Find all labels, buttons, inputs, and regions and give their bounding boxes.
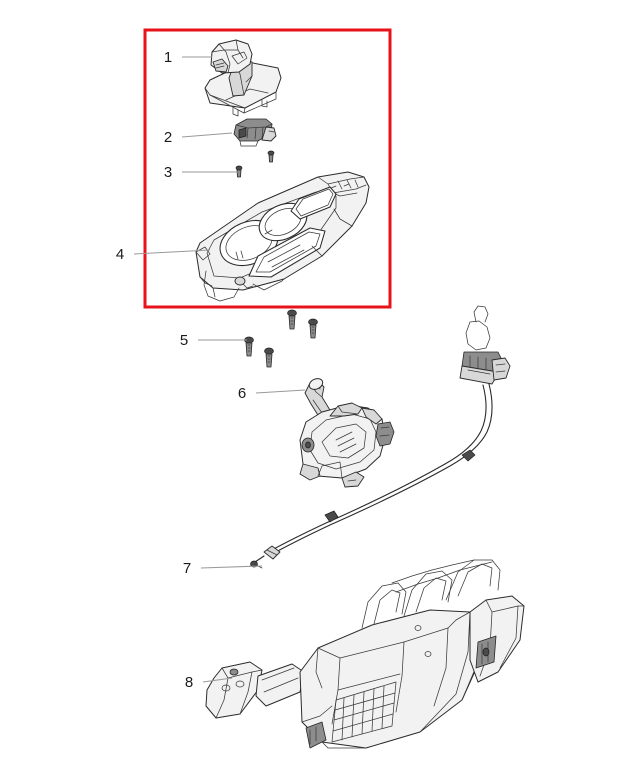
leader-line-4 bbox=[133, 249, 211, 255]
callout-number-7[interactable]: 7 bbox=[183, 560, 191, 577]
part-console-bezel-with-cup-holders[interactable] bbox=[195, 171, 370, 302]
part-retaining-screw-small[interactable] bbox=[235, 150, 275, 178]
screw-b bbox=[308, 318, 318, 339]
console-grid-panel bbox=[331, 681, 397, 743]
callout-numbers: 1 2 3 4 5 6 7 8 bbox=[116, 49, 246, 691]
leader-line-2 bbox=[181, 132, 233, 138]
callout-number-2[interactable]: 2 bbox=[164, 129, 172, 146]
part-mounting-screws[interactable] bbox=[244, 309, 318, 368]
callout-number-4[interactable]: 4 bbox=[116, 246, 124, 263]
screw-d bbox=[264, 347, 274, 368]
part-floor-shifter-assembly[interactable] bbox=[299, 377, 395, 488]
leader-line-7 bbox=[200, 565, 263, 569]
callout-number-6[interactable]: 6 bbox=[238, 385, 246, 402]
selected-part-highlight bbox=[143, 28, 392, 309]
screw-a bbox=[287, 309, 297, 330]
callout-number-5[interactable]: 5 bbox=[180, 332, 188, 349]
cable-clip-upper bbox=[461, 449, 476, 462]
cable-clip-lower bbox=[324, 510, 339, 523]
leader-line-8 bbox=[202, 677, 233, 683]
part-gear-shift-knob-and-bezel[interactable] bbox=[204, 39, 282, 117]
callout-number-8[interactable]: 8 bbox=[185, 674, 193, 691]
cable-transmission-bracket bbox=[459, 305, 511, 385]
leader-line-6 bbox=[255, 389, 306, 394]
callout-number-1[interactable]: 1 bbox=[164, 49, 172, 66]
part-shift-control-cable[interactable] bbox=[250, 305, 511, 569]
callout-number-3[interactable]: 3 bbox=[164, 164, 172, 181]
part-console-base-frame[interactable] bbox=[205, 559, 525, 749]
callout-leader-lines bbox=[133, 56, 306, 683]
screw-c bbox=[244, 336, 254, 357]
part-shifter-button-module[interactable] bbox=[233, 118, 277, 147]
cable-end-fitting bbox=[250, 545, 281, 569]
